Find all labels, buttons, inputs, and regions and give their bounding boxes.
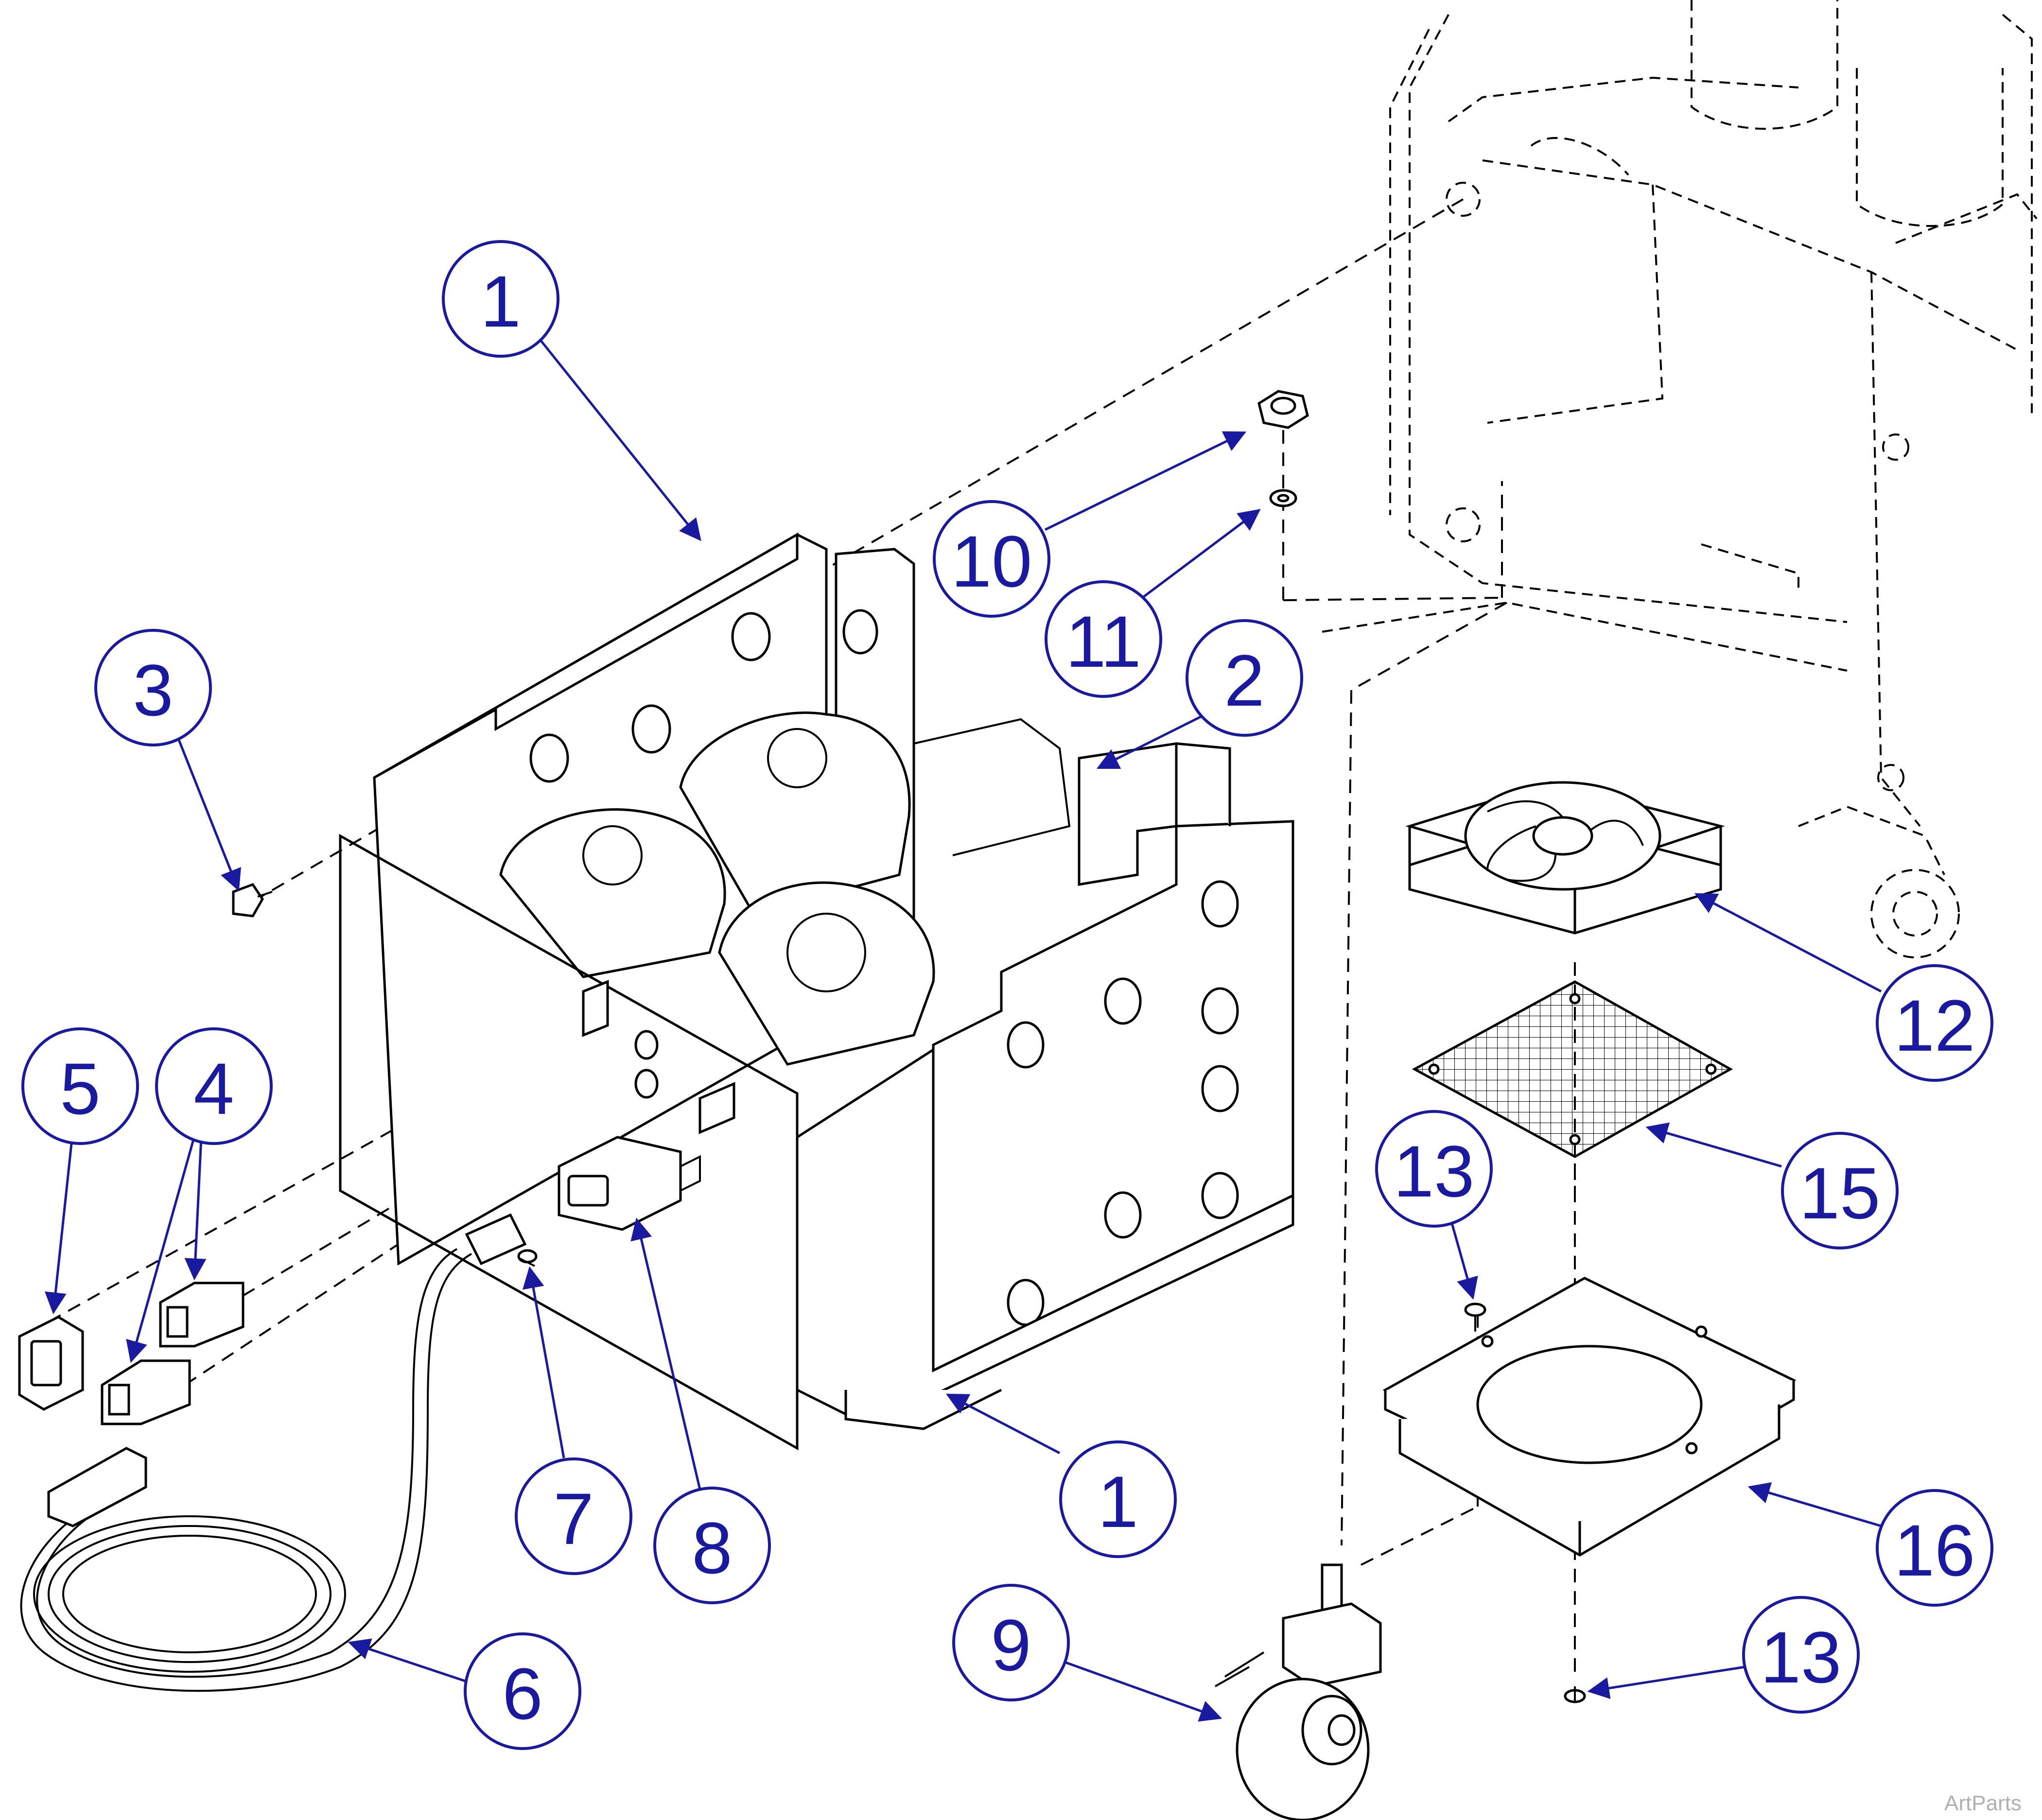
fan [1405, 781, 1725, 935]
callout-1-bottom: 1 [1059, 1440, 1177, 1558]
caster-wheel [1215, 1563, 1382, 1820]
enclosure-assembly [339, 532, 1294, 1451]
callout-15: 15 [1781, 1132, 1899, 1249]
callout-3: 3 [94, 629, 212, 746]
ground-screw [517, 1249, 538, 1267]
washer [1269, 489, 1297, 507]
power-entry-module [558, 1136, 701, 1231]
callout-10: 10 [933, 500, 1050, 618]
callout-label: 7 [553, 1478, 593, 1560]
callout-1-top: 1 [442, 240, 559, 358]
callout-label: 9 [991, 1604, 1031, 1686]
filter-grille [1412, 980, 1733, 1158]
tray-screw-upper [1464, 1302, 1486, 1332]
callout-2: 2 [1186, 619, 1303, 737]
callout-12: 12 [1876, 964, 1993, 1082]
callout-label: 8 [692, 1507, 732, 1589]
watermark-text: ArtParts [1944, 1791, 2022, 1815]
callout-7: 7 [515, 1457, 632, 1575]
circuit-breaker-lower [101, 1359, 191, 1425]
callout-label: 4 [193, 1048, 234, 1129]
callout-label: 6 [502, 1653, 542, 1734]
rocker-switch [18, 1316, 84, 1411]
callout-label: 11 [1065, 601, 1141, 682]
callout-label: 13 [1761, 1616, 1842, 1698]
leader-lines [44, 320, 1882, 1722]
callout-13-upper: 13 [1375, 1110, 1493, 1228]
callout-label: 10 [951, 520, 1032, 602]
circuit-breaker-upper [159, 1282, 244, 1348]
callout-label: 2 [1224, 640, 1264, 721]
callout-4: 4 [155, 1027, 273, 1145]
callout-label: 3 [133, 649, 173, 731]
callout-label: 12 [1894, 985, 1975, 1066]
phantom-cart-frame [1322, 0, 2038, 958]
callout-label: 16 [1894, 1509, 1975, 1591]
callout-label: 1 [1098, 1461, 1138, 1543]
callout-16: 16 [1876, 1489, 1993, 1607]
callout-8: 8 [653, 1487, 771, 1604]
callout-label: 1 [480, 260, 521, 342]
fan-tray [1382, 1277, 1797, 1557]
callout-label: 13 [1394, 1130, 1475, 1212]
callout-11: 11 [1045, 580, 1162, 698]
callout-9: 9 [952, 1584, 1070, 1701]
nut [1257, 390, 1309, 429]
callout-6: 6 [464, 1632, 581, 1750]
tray-screw-lower [1564, 1686, 1586, 1703]
screw [232, 883, 273, 918]
power-cord [20, 1213, 527, 1692]
callout-13-lower: 13 [1742, 1596, 1860, 1714]
callout-label: 15 [1799, 1152, 1881, 1234]
callout-label: 5 [60, 1048, 100, 1129]
callout-5: 5 [21, 1027, 139, 1145]
